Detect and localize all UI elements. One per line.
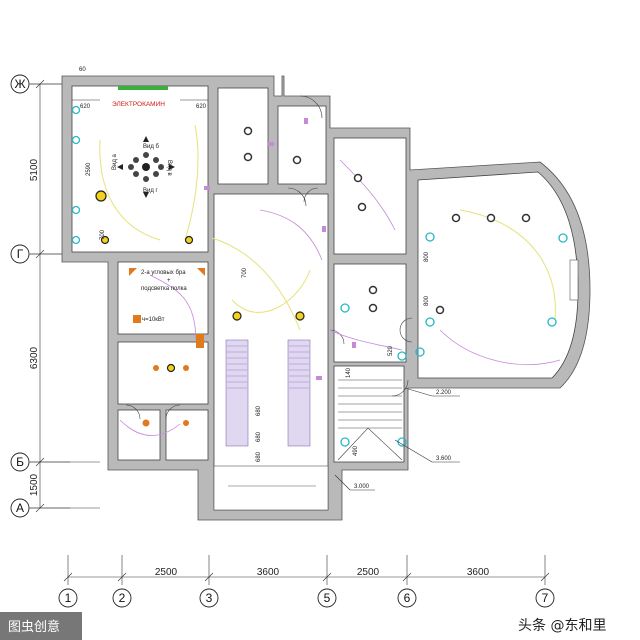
axis-bubble-7	[535, 588, 555, 608]
axis-bubble-b	[10, 452, 30, 472]
dim-140: 140	[346, 367, 352, 378]
fixtures	[71, 105, 568, 447]
axis-label-g: Г	[17, 247, 24, 261]
axis-bubble-3	[199, 588, 219, 608]
label-bra-2: +	[167, 278, 171, 284]
axis-label-a: А	[16, 501, 24, 515]
dim-left-5100: 5100	[29, 158, 40, 181]
label-vid-v: Вид в	[166, 160, 172, 176]
level-3600: 3.600	[436, 456, 452, 462]
stair-run-left	[225, 339, 249, 447]
bottom-dimension-chain: 2500 3600 2500 3600	[63, 555, 550, 585]
dim-800-upper: 800	[424, 251, 430, 262]
level-3000: 3.000	[354, 484, 370, 490]
axis-bubble-a	[10, 498, 30, 518]
axis-label-5: 5	[324, 591, 331, 605]
axis-label-7: 7	[542, 591, 549, 605]
axis-bubble-2	[112, 588, 132, 608]
axis-bubble-5	[317, 588, 337, 608]
watermark-right-text: 头条 @东和里	[518, 617, 606, 634]
dim-2590: 2590	[86, 162, 92, 176]
room-living	[71, 85, 209, 253]
label-vid-b: Вид б	[143, 144, 160, 150]
room-right-upper	[333, 137, 407, 255]
watermark-left-text: 图虫创意	[8, 619, 60, 635]
dim-490: 490	[353, 445, 359, 456]
dim-800-lower: 800	[424, 295, 430, 306]
dim-680-a: 680	[256, 405, 262, 416]
axis-label-6: 6	[404, 591, 411, 605]
dim-bottom-3600a: 3600	[257, 567, 280, 578]
dim-bottom-2500a: 2500	[155, 567, 178, 578]
dim-680-c: 680	[256, 451, 262, 462]
label-bra-1: 2-а угловых бра	[141, 270, 186, 276]
room-stair	[333, 365, 405, 463]
dim-620-right: 620	[196, 104, 207, 110]
label-bra-3: подсветка полка	[141, 286, 187, 292]
room-closet	[217, 87, 269, 185]
room-bay	[417, 171, 579, 379]
dim-left-6300: 6300	[29, 346, 40, 369]
axis-label-2: 2	[119, 591, 126, 605]
room-wc-left	[117, 409, 161, 461]
exterior-walls	[61, 75, 591, 521]
dim-620-left: 620	[80, 104, 91, 110]
watermark-left: 图虫创意	[0, 612, 82, 640]
axis-bubble-6	[397, 588, 417, 608]
fireplace-mark	[118, 86, 168, 90]
label-elektrokamin: ЭЛЕКТРОКАМИН	[112, 101, 165, 108]
dim-700-living: 700	[100, 229, 106, 240]
axis-bubble-zh	[10, 74, 30, 94]
axis-label-b: Б	[16, 455, 24, 469]
dim-60: 60	[79, 67, 86, 73]
column-axis-markers: 1 2 3 5 6 7	[58, 588, 555, 608]
dim-520: 520	[388, 345, 394, 356]
chandelier-icon	[117, 136, 175, 198]
inner-annotations: 60 620 620 ЭЛЕКТРОКАМИН Вид а Вид б Вид …	[72, 67, 460, 491]
room-hall-entry	[277, 105, 327, 185]
staircase	[213, 339, 403, 511]
axis-label-zh: Ж	[14, 77, 25, 91]
wiring-paths	[99, 124, 561, 436]
stair-run-right	[287, 339, 311, 447]
dim-left-1500: 1500	[29, 473, 40, 496]
axis-label-3: 3	[206, 591, 213, 605]
label-vid-a: Вид а	[112, 153, 118, 170]
row-axis-markers: Ж Г Б А	[10, 74, 100, 518]
dim-680-b: 680	[256, 431, 262, 442]
label-power: ч=10кВт	[142, 317, 165, 323]
axis-label-1: 1	[65, 591, 72, 605]
dim-bottom-2500b: 2500	[357, 567, 380, 578]
dim-700-corridor: 700	[242, 267, 248, 278]
label-vid-g: Вид г	[143, 188, 159, 194]
level-2200: 2.200	[436, 390, 452, 396]
room-wc-right	[165, 409, 209, 461]
room-shower	[117, 341, 209, 405]
dim-bottom-3600b: 3600	[467, 567, 490, 578]
axis-bubble-g	[10, 244, 30, 264]
room-right-mid	[333, 263, 407, 363]
axis-bubble-1	[58, 588, 78, 608]
